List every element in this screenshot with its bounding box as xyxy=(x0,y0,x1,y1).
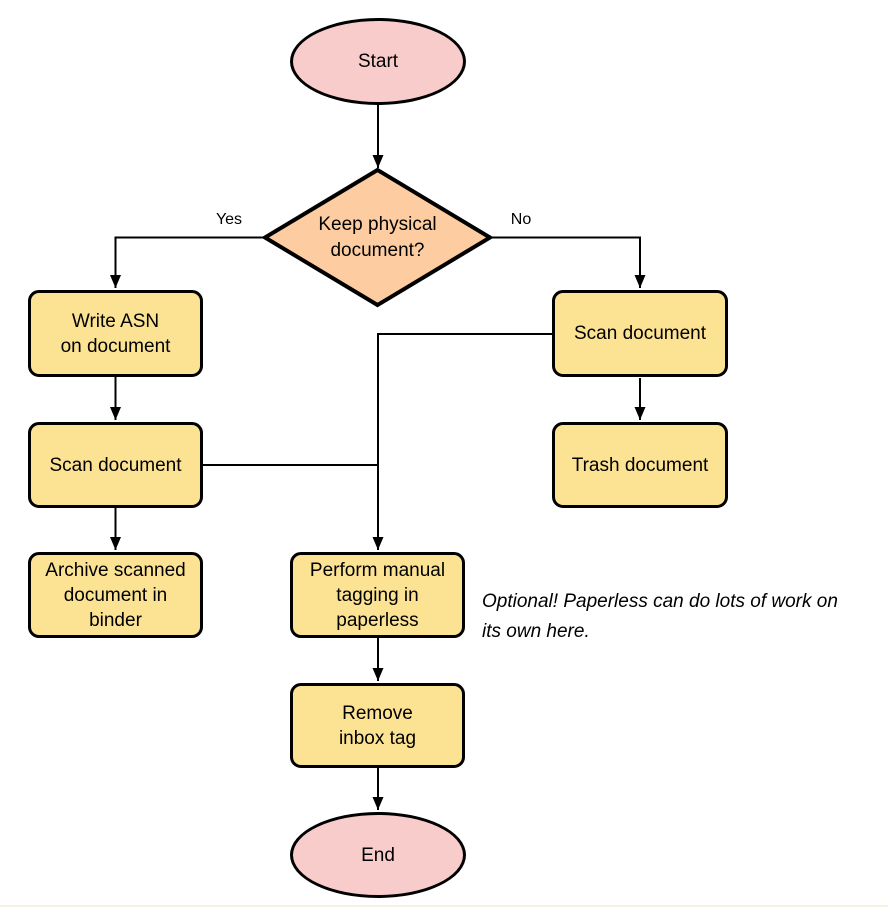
node-scan-document-right-label: Scan document xyxy=(573,323,707,344)
node-trash-document: Trash document xyxy=(552,422,728,508)
node-archive-binder-line: Archive scanned xyxy=(45,559,186,581)
node-end-label: End xyxy=(361,844,395,866)
node-decision-line: document? xyxy=(330,240,425,261)
node-remove-inbox-tag: Remove inbox tag xyxy=(290,683,465,768)
node-remove-inbox-tag-line: Remove xyxy=(342,702,413,724)
annotation-line: its own here. xyxy=(482,621,590,642)
node-decision-line: Keep physical xyxy=(318,214,437,235)
node-manual-tagging-line: Perform manual xyxy=(309,559,446,581)
node-trash-document-label: Trash document xyxy=(571,454,709,476)
edge-scan-right-to-tagging xyxy=(372,333,552,550)
node-scan-document-left-label: Scan document xyxy=(49,454,182,476)
node-write-asn: Write ASN on document xyxy=(28,290,203,377)
node-start: Start xyxy=(290,18,466,105)
node-manual-tagging: Perform manual tagging in paperless xyxy=(290,552,465,638)
node-start-label: Start xyxy=(357,51,399,72)
node-scan-document-right: Scan document xyxy=(552,290,728,377)
edge-label-no: No xyxy=(510,211,532,228)
annotation-line: Optional! Paperless can do lots of work … xyxy=(482,591,838,612)
edge-label-yes: Yes xyxy=(215,211,243,228)
node-archive-binder: Archive scanned document in binder xyxy=(28,552,203,638)
node-manual-tagging-line: tagging in xyxy=(336,584,419,606)
node-end: End xyxy=(290,812,466,898)
node-archive-binder-line: document in xyxy=(63,584,168,606)
annotation-optional-note: Optional! Paperless can do lots of work … xyxy=(482,587,888,647)
node-manual-tagging-line: paperless xyxy=(336,609,419,631)
node-archive-binder-line: binder xyxy=(89,609,142,631)
node-remove-inbox-tag-line: inbox tag xyxy=(338,727,417,749)
edge-decision-yes-to-write-asn xyxy=(110,236,265,288)
node-decision-label: Keep physical document? xyxy=(277,212,478,264)
node-write-asn-line: on document xyxy=(60,335,171,357)
edge-decision-no-to-scan-right xyxy=(490,236,646,288)
bottom-edge-divider xyxy=(0,905,888,907)
node-scan-document-left: Scan document xyxy=(28,422,203,508)
decision-diamond-shape xyxy=(261,167,494,308)
node-write-asn-line: Write ASN xyxy=(71,310,160,332)
